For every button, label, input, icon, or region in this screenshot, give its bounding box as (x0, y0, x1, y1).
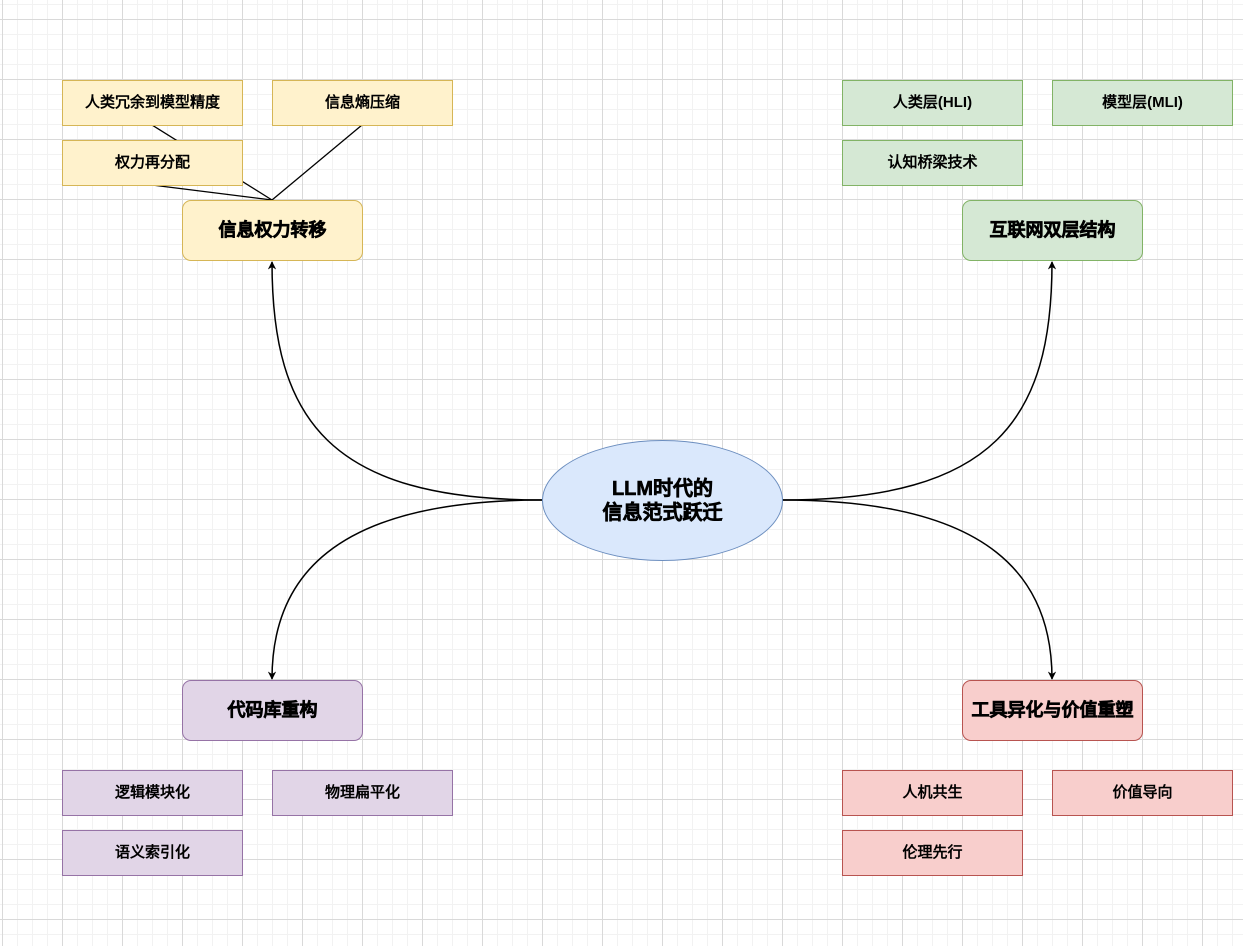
leaf-label: 人类层(HLI) (892, 94, 973, 111)
leaf-power-redistribution[interactable]: 权力再分配 (62, 140, 243, 186)
leaf-label: 人机共生 (902, 784, 963, 801)
leaf-value-oriented[interactable]: 价值导向 (1052, 770, 1233, 816)
leaf-label: 权力再分配 (114, 154, 190, 171)
leaf-human-layer[interactable]: 人类层(HLI) (842, 80, 1023, 126)
topic-info-power-shift[interactable]: 信息权力转移 (182, 200, 363, 261)
topic-codebase-restructure[interactable]: 代码库重构 (182, 680, 363, 741)
edge-info-power-leaf-3[interactable] (151, 184, 273, 201)
edge-info-power-leaf-2[interactable] (271, 124, 363, 201)
leaf-human-redundancy-to-model-precision[interactable]: 人类冗余到模型精度 (62, 80, 243, 126)
leaf-model-layer[interactable]: 模型层(MLI) (1052, 80, 1233, 126)
topic-internet-dual-layer[interactable]: 互联网双层结构 (962, 200, 1143, 261)
central-topic-line-2: 信息范式跃迁 (602, 501, 723, 524)
leaf-label: 人类冗余到模型精度 (84, 94, 220, 111)
leaf-human-machine-symbiosis[interactable]: 人机共生 (842, 770, 1023, 816)
leaf-label: 物理扁平化 (324, 784, 400, 801)
edge-center-to-dual-layer[interactable] (781, 261, 1057, 501)
leaf-label: 伦理先行 (902, 844, 963, 861)
edge-center-to-info-power[interactable] (267, 261, 543, 501)
leaf-label: 信息熵压缩 (324, 94, 400, 111)
topic-label: 工具异化与价值重塑 (971, 699, 1134, 720)
edge-center-to-tool-value[interactable] (781, 499, 1057, 680)
leaf-cognitive-bridge[interactable]: 认知桥梁技术 (842, 140, 1023, 186)
leaf-ethics-first[interactable]: 伦理先行 (842, 830, 1023, 876)
leaf-label: 语义索引化 (114, 844, 190, 861)
leaf-physical-flattening[interactable]: 物理扁平化 (272, 770, 453, 816)
central-topic-ellipse[interactable]: LLM时代的 信息范式跃迁 (542, 440, 783, 561)
edge-center-to-codebase[interactable] (267, 499, 543, 680)
topic-label: 信息权力转移 (218, 219, 327, 240)
topic-tool-alienation-value-reshaping[interactable]: 工具异化与价值重塑 (962, 680, 1143, 741)
leaf-label: 模型层(MLI) (1102, 94, 1183, 111)
central-topic-line-1: LLM时代的 (611, 477, 714, 500)
leaf-entropy-compression[interactable]: 信息熵压缩 (272, 80, 453, 126)
leaf-label: 认知桥梁技术 (887, 154, 978, 171)
leaf-label: 逻辑模块化 (114, 784, 190, 801)
leaf-logical-modularization[interactable]: 逻辑模块化 (62, 770, 243, 816)
topic-label: 代码库重构 (227, 699, 318, 720)
leaf-label: 价值导向 (1112, 784, 1173, 801)
leaf-semantic-indexing[interactable]: 语义索引化 (62, 830, 243, 876)
topic-label: 互联网双层结构 (989, 219, 1116, 240)
